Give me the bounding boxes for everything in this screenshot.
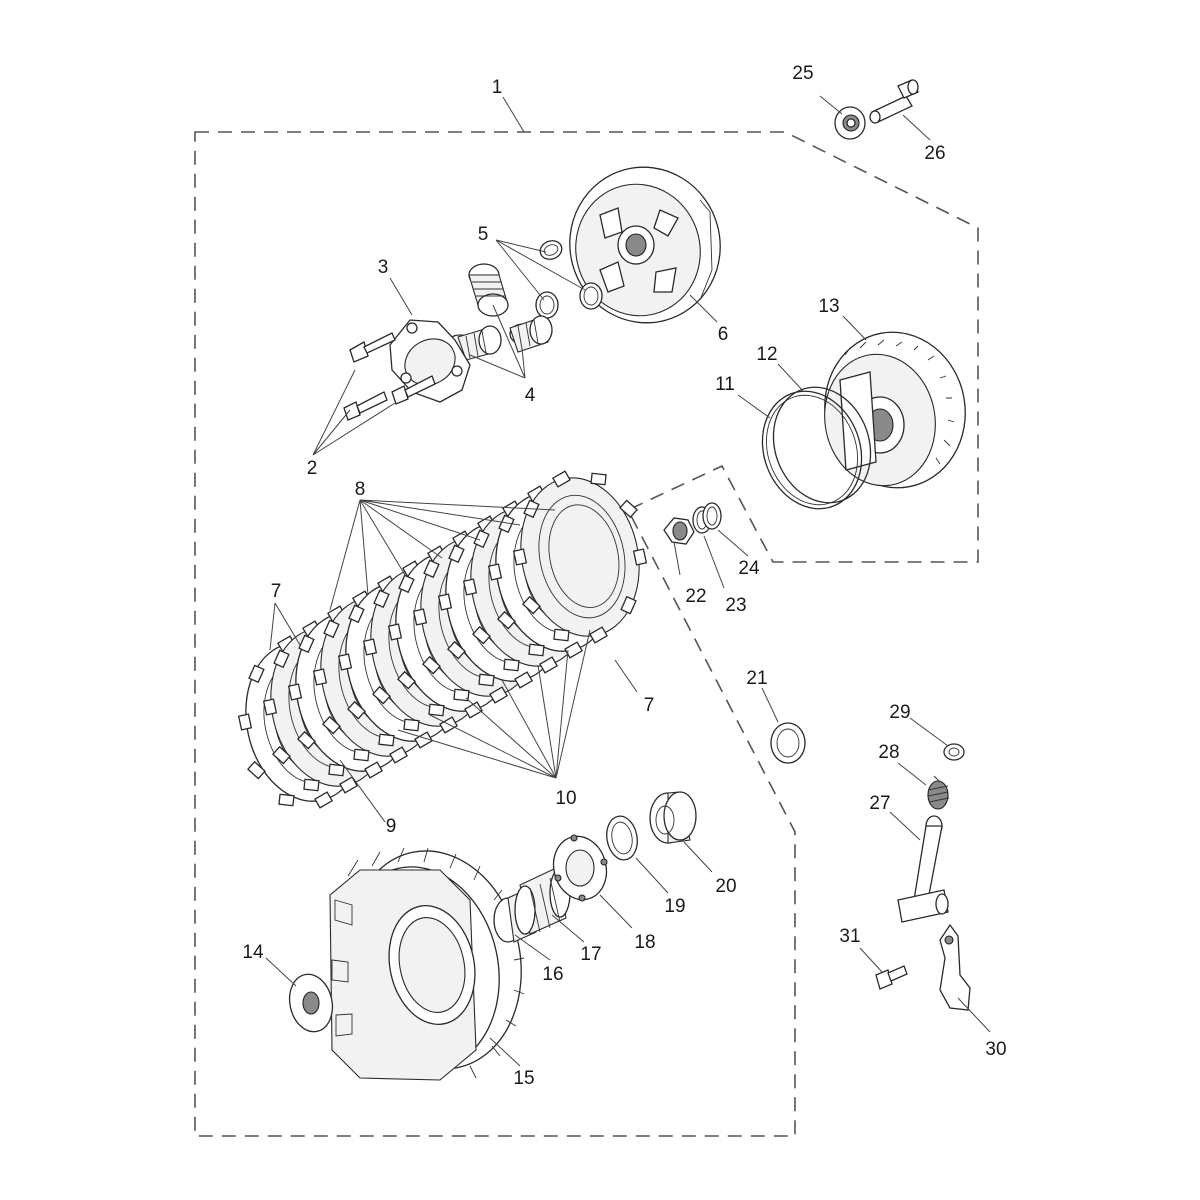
part-14-thrust-washer bbox=[288, 973, 334, 1033]
callout-23: 23 bbox=[725, 595, 746, 616]
callout-3: 3 bbox=[378, 257, 389, 278]
callout-28: 28 bbox=[878, 742, 899, 763]
callout-20: 20 bbox=[715, 876, 736, 897]
callout-26: 26 bbox=[924, 143, 945, 164]
part-17-needle-bearing bbox=[514, 867, 571, 935]
callout-12: 12 bbox=[756, 344, 777, 365]
part-26-pin bbox=[869, 79, 919, 124]
callout-25: 25 bbox=[792, 63, 813, 84]
part-27-release-shaft bbox=[897, 815, 949, 923]
callout-5: 5 bbox=[478, 224, 489, 245]
part-24-washer bbox=[702, 502, 722, 530]
leader-lines bbox=[265, 95, 991, 1067]
part-13-clutch-hub bbox=[824, 331, 966, 489]
part-28-spring bbox=[927, 775, 950, 810]
assembly-group-border bbox=[194, 131, 979, 1137]
callout-16: 16 bbox=[542, 964, 563, 985]
part-29-washer bbox=[943, 743, 965, 761]
part-7-9-10-clutch-plate-stack bbox=[237, 470, 648, 809]
part-18-retainer-plate bbox=[552, 834, 608, 902]
callout-27: 27 bbox=[869, 793, 890, 814]
callout-10: 10 bbox=[555, 788, 576, 809]
callout-4: 4 bbox=[525, 385, 536, 406]
callout-17: 17 bbox=[580, 944, 601, 965]
part-4-springs bbox=[445, 263, 553, 361]
callout-1: 1 bbox=[492, 77, 503, 98]
steel-plate bbox=[512, 470, 648, 644]
callout-29: 29 bbox=[889, 702, 910, 723]
callout-15: 15 bbox=[513, 1068, 534, 1089]
callout-22: 22 bbox=[685, 586, 706, 607]
callout-13: 13 bbox=[818, 296, 839, 317]
part-15-clutch-basket bbox=[329, 847, 525, 1081]
callout-19: 19 bbox=[664, 896, 685, 917]
callout-7a: 7 bbox=[271, 581, 282, 602]
part-6-pressure-plate bbox=[569, 166, 721, 324]
part-21-washer bbox=[770, 722, 806, 764]
callout-2: 2 bbox=[307, 458, 318, 479]
callout-31: 31 bbox=[839, 926, 860, 947]
callout-18: 18 bbox=[634, 932, 655, 953]
callout-24: 24 bbox=[738, 558, 760, 579]
callout-6: 6 bbox=[718, 324, 729, 345]
callout-30: 30 bbox=[985, 1039, 1006, 1060]
callout-21: 21 bbox=[746, 668, 767, 689]
callout-11: 11 bbox=[715, 374, 735, 395]
part-31-bolt bbox=[875, 965, 908, 990]
part-3-lifter-plate bbox=[389, 319, 471, 403]
part-25-bush bbox=[834, 106, 866, 140]
part-20-bearing bbox=[649, 791, 697, 844]
part-30-lever bbox=[939, 923, 971, 1011]
callout-8: 8 bbox=[355, 479, 366, 500]
part-22-nut bbox=[663, 517, 695, 545]
part-2-bolts bbox=[343, 332, 436, 421]
callout-14: 14 bbox=[242, 942, 264, 963]
callout-labels: 1 2 3 4 5 6 7 7 8 9 10 11 12 13 14 15 16… bbox=[242, 63, 1006, 1089]
part-19-ring bbox=[606, 815, 638, 861]
callout-9: 9 bbox=[386, 816, 397, 837]
callout-7b: 7 bbox=[644, 695, 655, 716]
